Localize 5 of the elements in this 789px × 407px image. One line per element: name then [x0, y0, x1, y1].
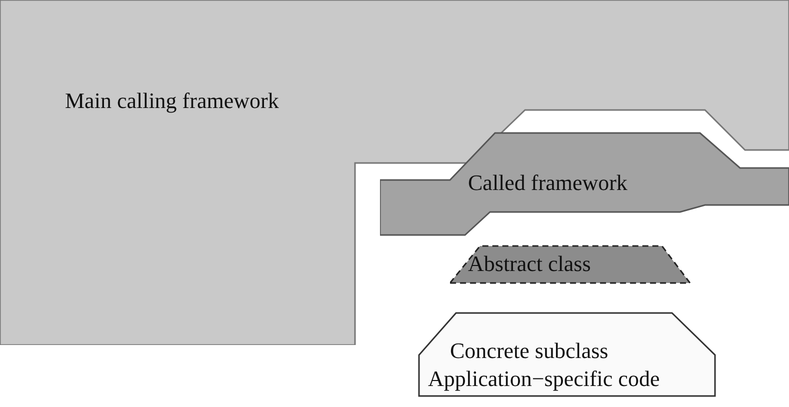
node-label: Main calling framework [65, 88, 279, 114]
node-label: Concrete subclass [450, 338, 608, 364]
node-label: Called framework [468, 170, 628, 196]
node-label: Abstract class [468, 251, 591, 277]
node-label: Application−specific code [428, 366, 660, 392]
